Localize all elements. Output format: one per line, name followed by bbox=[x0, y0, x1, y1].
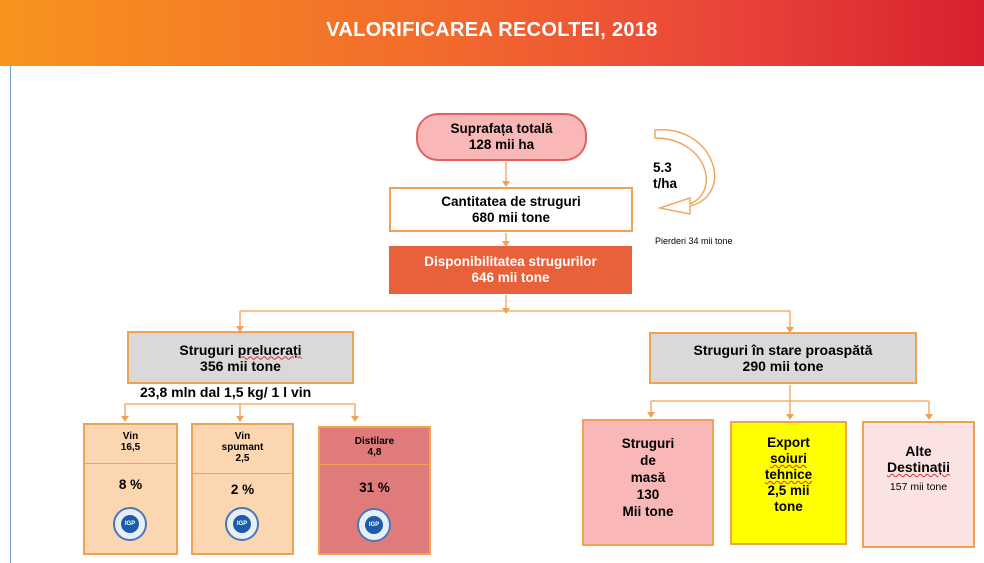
igp-seal-text: IGP bbox=[121, 515, 139, 533]
availability-node: Disponibilitatea strugurilor 646 mii ton… bbox=[389, 246, 632, 294]
grape-quantity-node: Cantitatea de struguri 680 mii tone bbox=[389, 187, 633, 232]
igp-seal-icon: IGP bbox=[113, 507, 147, 541]
distillation-label-line: 4,8 bbox=[367, 447, 382, 458]
wine-label-line: 16,5 bbox=[120, 442, 141, 453]
other-uses-title: Alte bbox=[905, 443, 932, 459]
table-grapes-line: Mii tone bbox=[622, 504, 674, 519]
export-line: tehnice bbox=[764, 467, 813, 482]
distillation-percent: 31 % bbox=[359, 480, 390, 495]
sparkling-label-line: spumant bbox=[221, 442, 264, 453]
wine-node: Vin 16,5 8 % IGP bbox=[83, 423, 178, 555]
availability-value: 646 mii tone bbox=[471, 270, 550, 285]
page-title: VALORIFICAREA RECOLTEI, 2018 bbox=[326, 19, 658, 41]
divider bbox=[320, 464, 429, 465]
total-area-label: Suprafața totală bbox=[450, 121, 553, 136]
export-line: 2,5 mii bbox=[767, 483, 810, 498]
table-grapes-line: 130 bbox=[636, 487, 660, 502]
wine-label-line: Vin bbox=[122, 431, 139, 442]
table-grapes-node: Struguri de masă 130 Mii tone bbox=[582, 419, 714, 546]
sparkling-label-line: 2,5 bbox=[235, 453, 250, 464]
header-banner: VALORIFICAREA RECOLTEI, 2018 bbox=[0, 0, 984, 66]
igp-seal-text: IGP bbox=[365, 516, 383, 534]
export-node: Export soiuri tehnice 2,5 mii tone bbox=[730, 421, 847, 545]
grape-quantity-label: Cantitatea de struguri bbox=[441, 193, 581, 209]
yield-value: 5.3 bbox=[653, 160, 672, 175]
processed-grapes-label-word: prelucrați bbox=[237, 341, 302, 358]
yield-unit: t/ha bbox=[653, 176, 678, 191]
export-line: tone bbox=[774, 499, 803, 514]
table-grapes-line: masă bbox=[630, 470, 666, 485]
processed-grapes-node: Struguri prelucrați 356 mii tone bbox=[127, 331, 354, 384]
availability-label: Disponibilitatea strugurilor bbox=[424, 254, 597, 269]
fresh-grapes-label: Struguri în stare proaspătă bbox=[693, 342, 873, 358]
total-area-node: Suprafața totală 128 mii ha bbox=[416, 113, 587, 161]
export-line: soiuri bbox=[770, 451, 807, 466]
processed-grapes-label: Struguri prelucrați bbox=[179, 342, 301, 358]
igp-seal-icon: IGP bbox=[225, 507, 259, 541]
export-line: Export bbox=[767, 435, 810, 450]
sparkling-wine-percent: 2 % bbox=[230, 482, 255, 497]
other-uses-node: Alte Destinații 157 mii tone bbox=[862, 421, 975, 548]
total-area-value: 128 mii ha bbox=[468, 137, 535, 152]
sparkling-wine-node: Vin spumant 2,5 2 % IGP bbox=[191, 423, 294, 555]
processed-grapes-value: 356 mii tone bbox=[200, 357, 281, 374]
grape-quantity-value: 680 mii tone bbox=[471, 209, 551, 225]
fresh-grapes-value: 290 mii tone bbox=[742, 358, 824, 374]
igp-seal-text: IGP bbox=[233, 515, 251, 533]
distillation-node: Distilare 4,8 31 % IGP bbox=[318, 426, 431, 555]
yield-note: 5.3 t/ha bbox=[653, 160, 677, 192]
divider bbox=[193, 473, 292, 474]
distillation-label: Distilare 4,8 bbox=[320, 436, 429, 458]
wine-percent: 8 % bbox=[118, 477, 143, 492]
left-accent-line bbox=[10, 66, 11, 563]
sparkling-label-line: Vin bbox=[234, 431, 251, 442]
losses-note: Pierderi 34 mii tone bbox=[655, 236, 733, 246]
sparkling-wine-label: Vin spumant 2,5 bbox=[193, 431, 292, 464]
wine-yield-note: 23,8 mln dal 1,5 kg/ 1 l vin bbox=[140, 384, 312, 400]
fresh-grapes-node: Struguri în stare proaspătă 290 mii tone bbox=[649, 332, 917, 384]
table-grapes-line: Struguri bbox=[621, 436, 675, 451]
other-uses-value: 157 mii tone bbox=[889, 481, 948, 493]
other-uses-title: Destinații bbox=[886, 459, 950, 475]
igp-seal-icon: IGP bbox=[357, 508, 391, 542]
table-grapes-line: de bbox=[640, 453, 656, 468]
divider bbox=[85, 463, 176, 464]
wine-label: Vin 16,5 bbox=[85, 431, 176, 453]
curved-arrow-icon bbox=[654, 129, 716, 215]
processed-grapes-label-prefix: Struguri bbox=[179, 341, 238, 358]
distillation-label-line: Distilare bbox=[354, 436, 395, 447]
